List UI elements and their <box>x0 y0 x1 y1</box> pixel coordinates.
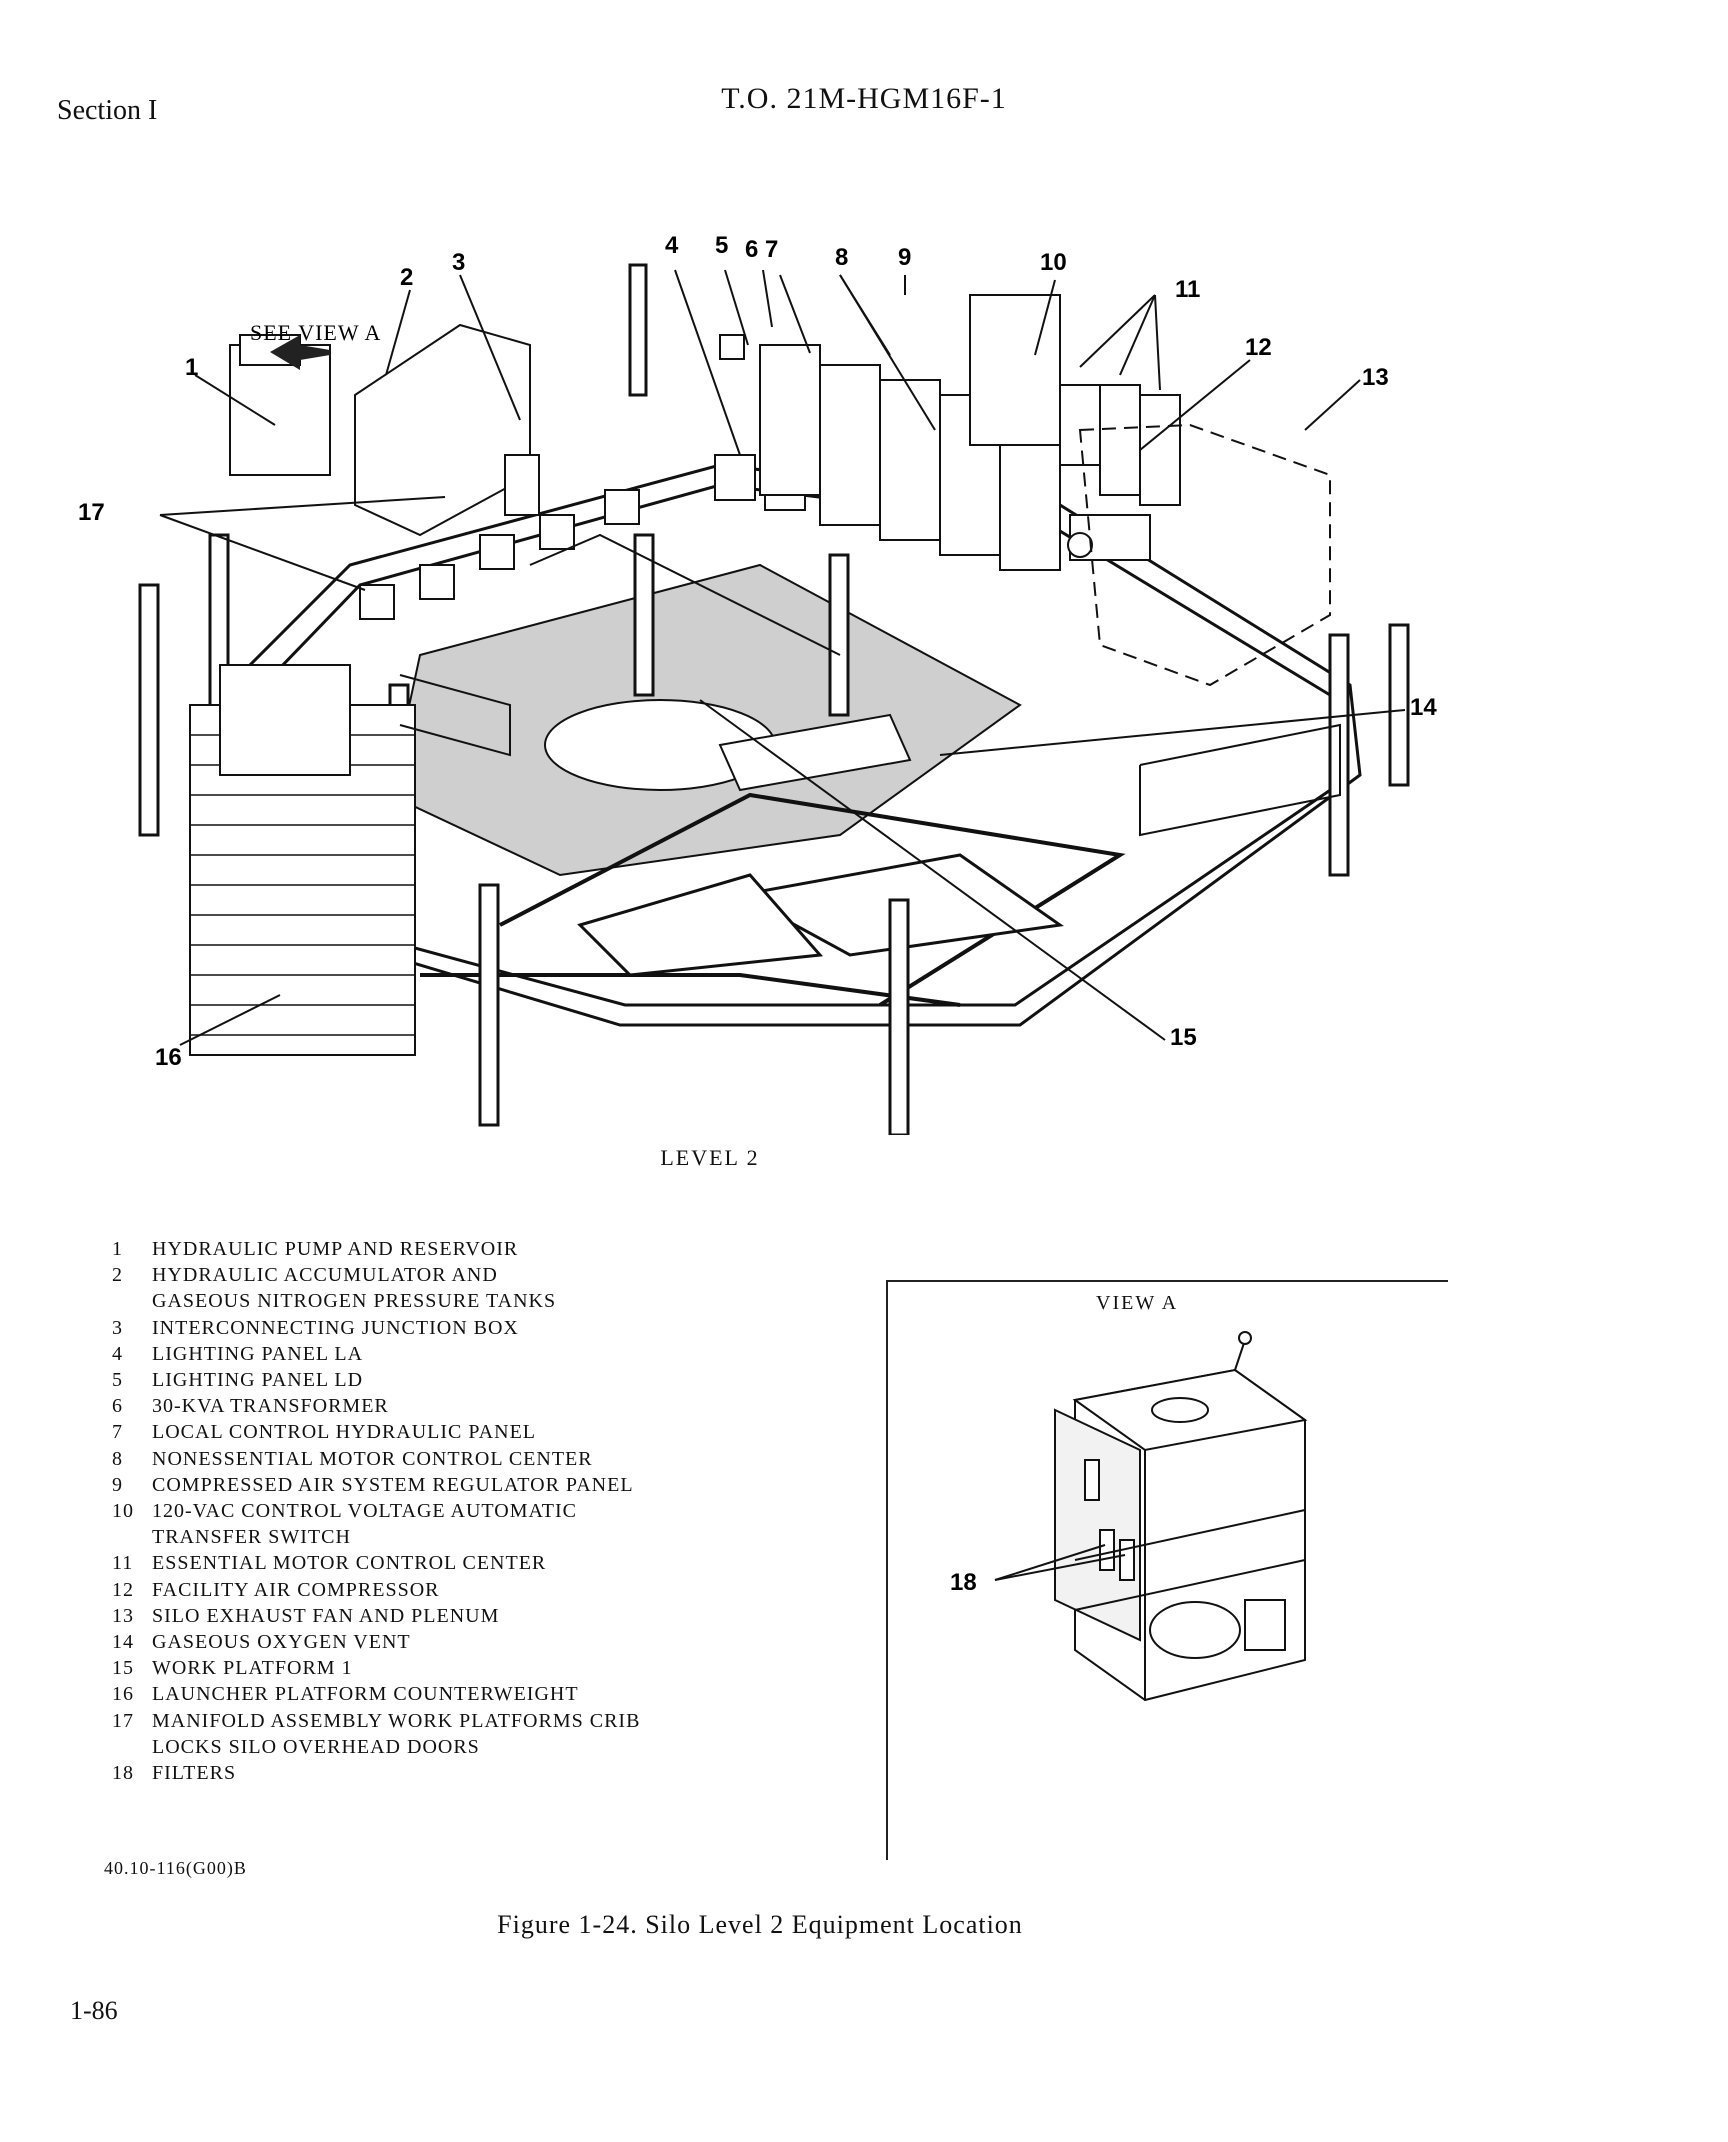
view-a-frame <box>886 1280 1448 1860</box>
level-label: LEVEL 2 <box>660 1145 760 1170</box>
callout-17: 17 <box>78 499 105 526</box>
callout-3: 3 <box>452 249 465 276</box>
callout-9: 9 <box>898 244 911 271</box>
see-view-arrow <box>270 335 330 370</box>
callout-15: 15 <box>1170 1024 1197 1051</box>
callout-11: 11 <box>1175 276 1200 303</box>
callout-13: 13 <box>1362 364 1389 391</box>
legend-item: GASEOUS NITROGEN PRESSURE TANKS <box>152 1290 557 1313</box>
section-label: Section I <box>57 95 158 126</box>
view-a-drawing: 18 <box>950 1331 1308 1702</box>
callout-6: 6 <box>745 236 758 263</box>
callout-14: 14 <box>1410 694 1437 721</box>
view-a-title: VIEW A <box>1096 1292 1179 1314</box>
callout-16: 16 <box>155 1044 182 1071</box>
callout-numbers: 1 2 3 4 5 6 7 8 9 10 11 12 13 14 15 16 1… <box>78 235 1437 1071</box>
callout-8: 8 <box>835 244 848 271</box>
technical-order-number: T.O. 21M-HGM16F-1 <box>721 82 1007 115</box>
see-view-a-label: SEE VIEW A <box>250 320 381 345</box>
callout-5: 5 <box>715 235 728 259</box>
page-number: 1-86 <box>70 1996 118 2025</box>
figure-code: 40.10-116(G00)B <box>104 1858 247 1878</box>
callout-12: 12 <box>1245 334 1272 361</box>
callout-7: 7 <box>765 236 778 263</box>
callout-4: 4 <box>665 235 679 259</box>
callout-10: 10 <box>1040 249 1067 276</box>
legend-item: TRANSFER SWITCH <box>152 1526 351 1549</box>
level-2-equipment-drawing: 1 2 3 4 5 6 7 8 9 10 11 12 13 14 15 16 1… <box>78 235 1437 1135</box>
callout-2: 2 <box>400 264 413 291</box>
legend-item: LOCKS SILO OVERHEAD DOORS <box>152 1735 480 1758</box>
leader-lines <box>159 269 1406 1046</box>
equipment <box>189 294 1341 1056</box>
figure-caption: Figure 1-24. Silo Level 2 Equipment Loca… <box>497 1910 1023 1939</box>
callout-1: 1 <box>185 354 198 381</box>
callout-18: 18 <box>950 1569 977 1596</box>
